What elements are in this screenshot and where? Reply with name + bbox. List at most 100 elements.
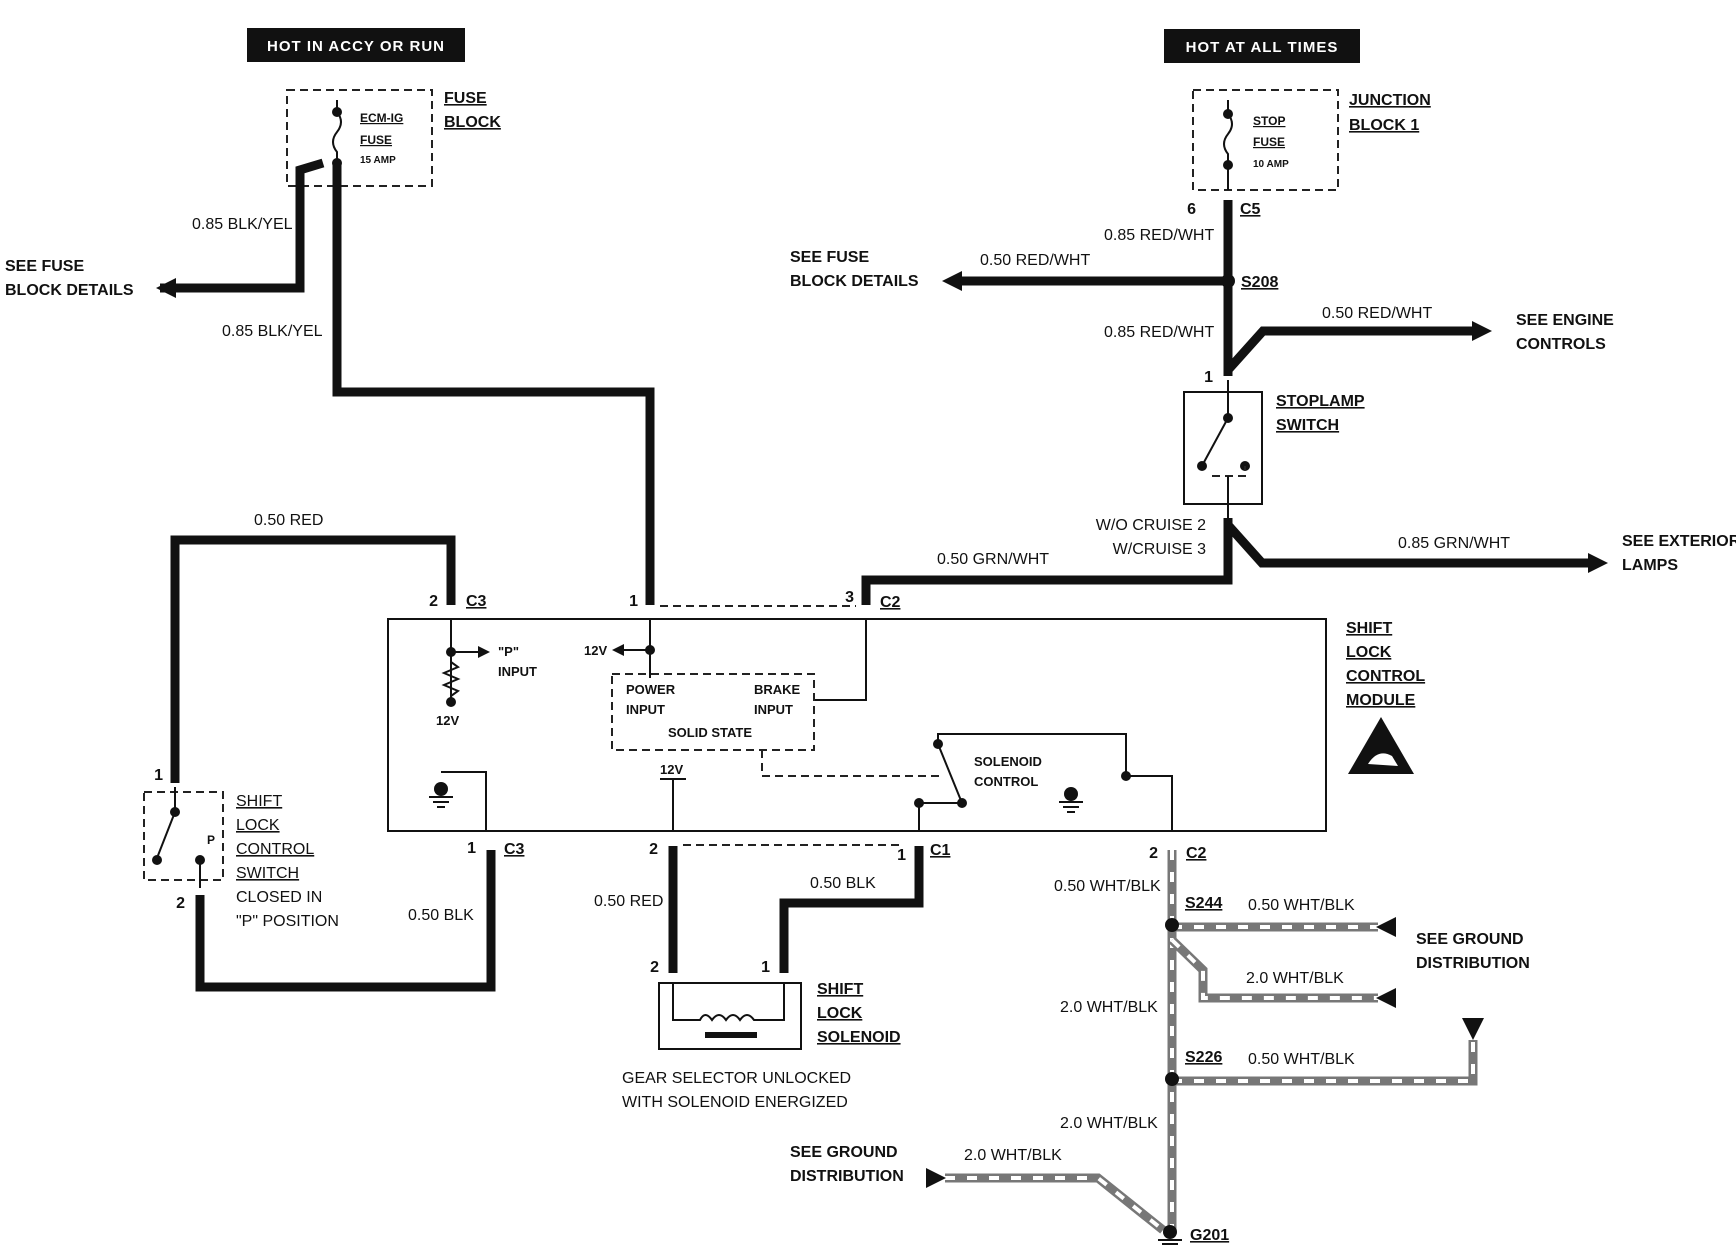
module-name-4: MODULE <box>1346 692 1416 709</box>
c3-top-label: C3 <box>466 593 487 610</box>
ref-see-fuse-mid-1: SEE FUSE <box>790 249 869 266</box>
cruise-w: W/CRUISE 3 <box>1113 541 1206 558</box>
c3-bot-pin: 1 <box>467 840 476 857</box>
label-085-redwht-a: 0.85 RED/WHT <box>1104 227 1214 244</box>
label-085-grnwht: 0.85 GRN/WHT <box>1398 535 1510 552</box>
wire-grnwht-to-ext-lamps <box>1224 521 1590 568</box>
stoplamp-switch <box>1183 380 1263 518</box>
lock-switch-name-4: SWITCH <box>236 865 299 882</box>
fuse-block-name-2: BLOCK <box>444 114 501 131</box>
switch-p-mark: P <box>207 833 215 847</box>
arrow-left-fuse-details-mid <box>942 271 962 291</box>
tag-hot-all-times: HOT AT ALL TIMES <box>1164 29 1360 63</box>
ref-see-engine-1: SEE ENGINE <box>1516 312 1614 329</box>
module-name-3: CONTROL <box>1346 668 1425 685</box>
ref-see-fuse-mid-2: BLOCK DETAILS <box>790 273 919 290</box>
arrow-right-engine <box>1472 321 1492 341</box>
label-050-redwht-b: 0.50 RED/WHT <box>1322 305 1432 322</box>
label-050-blk-a: 0.50 BLK <box>408 907 474 924</box>
junction-block: STOP FUSE 10 AMP JUNCTION BLOCK 1 <box>1192 89 1431 191</box>
wire-red-to-switch <box>170 535 456 783</box>
ref-see-fuse-left-1: SEE FUSE <box>5 258 84 275</box>
s244-label: S244 <box>1185 895 1222 912</box>
lock-switch-name-1: SHIFT <box>236 793 282 810</box>
ref-see-ground-b2: DISTRIBUTION <box>790 1168 904 1185</box>
arrow-ground-down <box>1462 1018 1484 1040</box>
label-050-redwht-a: 0.50 RED/WHT <box>980 252 1090 269</box>
fuse-block-name-1: FUSE <box>444 90 487 107</box>
fuse-amp: 15 AMP <box>360 155 396 166</box>
wire-blkyel-to-module <box>332 165 655 605</box>
label-050-blk-b: 0.50 BLK <box>810 875 876 892</box>
cruise-wo: W/O CRUISE 2 <box>1096 517 1206 534</box>
stop-fuse-amp: 10 AMP <box>1253 159 1289 170</box>
solenoid-control-1: SOLENOID <box>974 754 1042 769</box>
wire-blk-to-solenoid <box>779 846 924 973</box>
c1-pin: 1 <box>897 847 906 864</box>
tag-hot-accy-run: HOT IN ACCY OR RUN <box>247 28 465 62</box>
label-085-redwht-b: 0.85 RED/WHT <box>1104 324 1214 341</box>
label-050-whtblk-b: 0.50 WHT/BLK <box>1248 897 1355 914</box>
fuse-icon <box>332 100 342 163</box>
solenoid-control-2: CONTROL <box>974 774 1038 789</box>
wire-blkyel-to-fuse-details <box>160 158 325 293</box>
solenoid-name-2: LOCK <box>817 1005 863 1022</box>
c2-top-pin: 3 <box>845 589 854 606</box>
stop-fuse-icon <box>1223 100 1233 190</box>
module-name-2: LOCK <box>1346 644 1392 661</box>
brake-input-1: BRAKE <box>754 682 801 697</box>
g201-label: G201 <box>1190 1227 1229 1244</box>
arrow-ground-r1 <box>1376 917 1396 937</box>
brake-input-2: INPUT <box>754 702 793 717</box>
label-050-whtblk-a: 0.50 WHT/BLK <box>1054 878 1161 895</box>
solenoid-note-2: WITH SOLENOID ENERGIZED <box>622 1094 848 1111</box>
stop-fuse-name-1: STOP <box>1253 114 1285 128</box>
c5-pin: 6 <box>1187 201 1196 218</box>
shift-lock-control-module: "P" INPUT 12V 12V POWER INPUT BRAKE INPU… <box>387 618 1327 832</box>
solenoid-pin-1: 1 <box>761 959 770 976</box>
ground-g201-icon <box>1158 1225 1182 1245</box>
v12-c: 12V <box>660 762 683 777</box>
tag-hot-accy-run-text: HOT IN ACCY OR RUN <box>267 38 445 55</box>
label-085-blkyel-a: 0.85 BLK/YEL <box>192 216 293 233</box>
ref-see-ground-r2: DISTRIBUTION <box>1416 955 1530 972</box>
p-input-2: INPUT <box>498 664 537 679</box>
power-input-1: POWER <box>626 682 676 697</box>
p-input-1: "P" <box>498 644 519 659</box>
solenoid-note-1: GEAR SELECTOR UNLOCKED <box>622 1070 851 1087</box>
junction-block-name-1: JUNCTION <box>1349 92 1431 109</box>
ref-see-ground-b1: SEE GROUND <box>790 1144 898 1161</box>
wire-blk-from-switch <box>195 850 496 992</box>
ref-see-ext-2: LAMPS <box>1622 557 1678 574</box>
lock-switch-closed-1: CLOSED IN <box>236 889 322 906</box>
switch-pin-1: 1 <box>154 767 163 784</box>
wire-grnwht-to-module <box>861 518 1233 605</box>
c2-top-label: C2 <box>880 594 901 611</box>
c1-label: C1 <box>930 842 951 859</box>
v12-b: 12V <box>584 643 607 658</box>
tag-hot-all-times-text: HOT AT ALL TIMES <box>1186 39 1339 56</box>
solenoid-name-3: SOLENOID <box>817 1029 901 1046</box>
esd-warning-icon <box>1348 717 1414 774</box>
label-050-grnwht: 0.50 GRN/WHT <box>937 551 1049 568</box>
stoplamp-pin-1: 1 <box>1204 369 1213 386</box>
label-20-whtblk-a: 2.0 WHT/BLK <box>1246 970 1344 987</box>
ref-see-ext-1: SEE EXTERIOR <box>1622 533 1736 550</box>
label-20-whtblk-c: 2.0 WHT/BLK <box>1060 1115 1158 1132</box>
c2-bot-label: C2 <box>1186 845 1207 862</box>
junction-block-name-2: BLOCK 1 <box>1349 117 1419 134</box>
switch-pin-2: 2 <box>176 895 185 912</box>
arrow-ground-b <box>926 1168 946 1188</box>
fuse-name-1: ECM-IG <box>360 111 403 125</box>
c3-bot-label: C3 <box>504 841 525 858</box>
ref-see-ground-r1: SEE GROUND <box>1416 931 1524 948</box>
c3-top-pin: 2 <box>429 593 438 610</box>
label-20-whtblk-b: 2.0 WHT/BLK <box>1060 999 1158 1016</box>
s226-label: S226 <box>1185 1049 1222 1066</box>
shift-lock-control-switch: P <box>143 787 224 888</box>
arrow-right-ext-lamps <box>1588 553 1608 573</box>
c5-label: C5 <box>1240 201 1261 218</box>
splice-s244 <box>1165 918 1179 932</box>
label-050-red-b: 0.50 RED <box>594 893 663 910</box>
